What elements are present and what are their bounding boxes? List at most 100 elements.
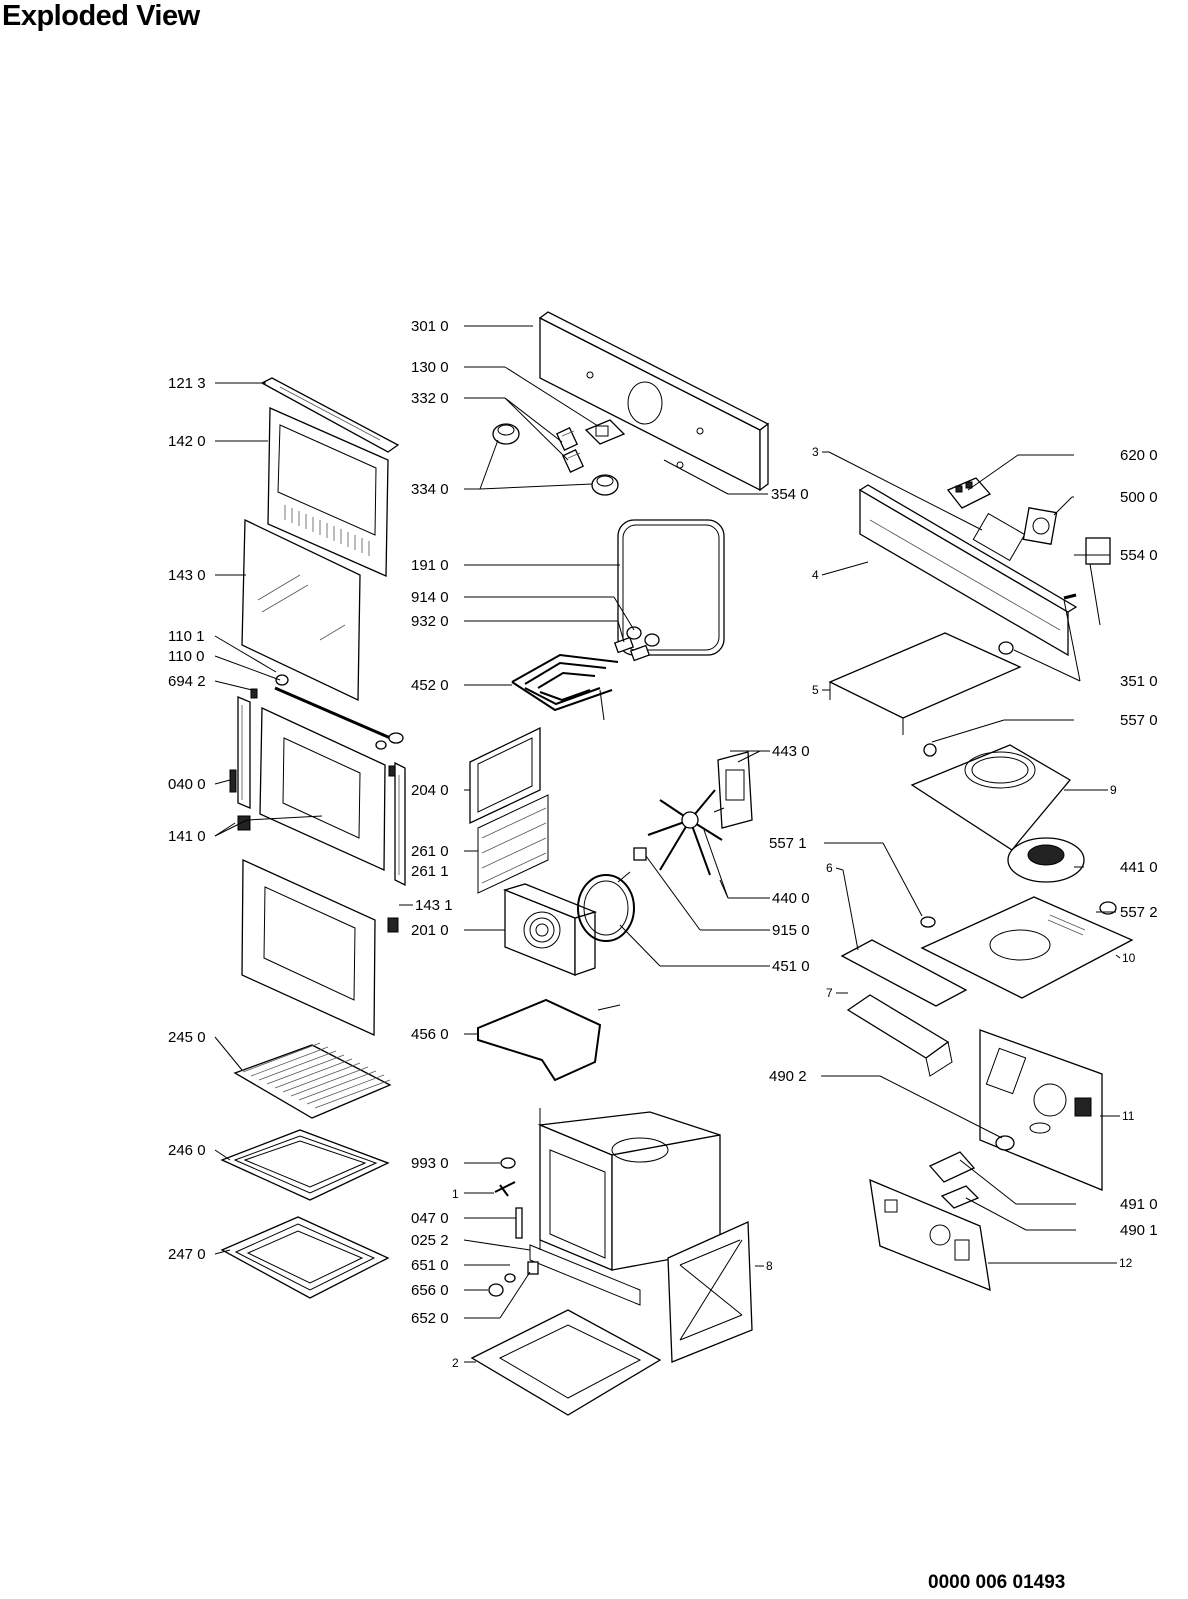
callout-2: 2 xyxy=(452,1356,459,1370)
callout-500-0: 500 0 xyxy=(1120,489,1158,506)
callout-047-0: 047 0 xyxy=(411,1210,449,1227)
upper-cover-plate-part xyxy=(828,632,1022,735)
callout-652-0: 652 0 xyxy=(411,1310,449,1327)
callout-025-2: 025 2 xyxy=(411,1232,449,1249)
bottom-plate-part xyxy=(470,1309,662,1416)
callout-4: 4 xyxy=(812,568,819,582)
callout-620-0: 620 0 xyxy=(1120,447,1158,464)
control-panel-part xyxy=(538,311,770,492)
leader-lines xyxy=(214,325,1121,1363)
knob-spindles-part xyxy=(555,427,585,473)
baking-tray-part xyxy=(220,1129,390,1201)
callout-142-0: 142 0 xyxy=(168,433,206,450)
cooling-fan-part xyxy=(1007,837,1085,883)
callout-7: 7 xyxy=(826,986,833,1000)
callout-246-0: 246 0 xyxy=(168,1142,206,1159)
callout-204-0: 204 0 xyxy=(411,782,449,799)
callout-656-0: 656 0 xyxy=(411,1282,449,1299)
deep-tray-part xyxy=(220,1216,390,1299)
callout-191-0: 191 0 xyxy=(411,557,449,574)
side-shelf-runners-part xyxy=(477,794,549,894)
thermostat-part xyxy=(1085,537,1111,626)
callout-labels: 301 0 130 0 332 0 334 0 354 0 121 3 142 … xyxy=(168,318,1158,1370)
callout-121-3: 121 3 xyxy=(168,375,206,392)
callout-557-1: 557 1 xyxy=(769,835,807,852)
control-knobs-part xyxy=(492,423,619,496)
callout-915-0: 915 0 xyxy=(772,922,810,939)
callout-245-0: 245 0 xyxy=(168,1029,206,1046)
rear-cover-panel-part xyxy=(979,1029,1103,1191)
callout-452-0: 452 0 xyxy=(411,677,449,694)
callout-694-2: 694 2 xyxy=(168,673,206,690)
callout-10: 10 xyxy=(1122,951,1136,965)
callout-557-2: 557 2 xyxy=(1120,904,1158,921)
callout-993-0: 993 0 xyxy=(411,1155,449,1172)
callout-451-0: 451 0 xyxy=(772,958,810,975)
callout-247-0: 247 0 xyxy=(168,1246,206,1263)
callout-334-0: 334 0 xyxy=(411,481,449,498)
callout-354-0: 354 0 xyxy=(771,486,809,503)
callout-6: 6 xyxy=(826,861,833,875)
callout-3: 3 xyxy=(812,445,819,459)
callout-1: 1 xyxy=(452,1187,459,1201)
clip-part xyxy=(250,688,258,699)
terminal-connectors-part xyxy=(928,1151,980,1209)
electronics-board-part xyxy=(869,1178,991,1292)
small-hardware-part xyxy=(488,1157,539,1297)
callout-332-0: 332 0 xyxy=(411,390,449,407)
inner-door-glass-part xyxy=(241,858,376,1037)
callout-8: 8 xyxy=(766,1259,773,1273)
callout-557-0: 557 0 xyxy=(1120,712,1158,729)
callout-110-1: 110 1 xyxy=(168,628,204,645)
callout-12: 12 xyxy=(1119,1256,1133,1270)
callout-130-0: 130 0 xyxy=(411,359,449,376)
switch-part xyxy=(584,419,626,445)
callout-5: 5 xyxy=(812,683,819,697)
callout-040-0: 040 0 xyxy=(168,776,206,793)
callout-261-0: 261 0 xyxy=(411,843,449,860)
inner-door-panel-part xyxy=(237,706,386,872)
callout-351-0: 351 0 xyxy=(1120,673,1158,690)
door-gasket-part xyxy=(617,519,725,656)
callout-143-0: 143 0 xyxy=(168,567,206,584)
callout-554-0: 554 0 xyxy=(1120,547,1158,564)
callout-490-1: 490 1 xyxy=(1120,1222,1158,1239)
callout-443-0: 443 0 xyxy=(772,743,810,760)
callout-11: 11 xyxy=(1122,1109,1135,1123)
callout-490-2: 490 2 xyxy=(769,1068,807,1085)
insulation-plug-part xyxy=(995,1135,1015,1151)
callout-914-0: 914 0 xyxy=(411,589,449,606)
callout-261-1: 261 1 xyxy=(411,863,449,880)
callout-143-1: 143 1 xyxy=(415,897,453,914)
fan-housing-part xyxy=(910,743,1071,851)
page-title: Exploded View xyxy=(2,0,200,32)
rear-panel-part xyxy=(667,1221,753,1363)
fan-nut-part xyxy=(633,847,647,861)
fan-cover-part xyxy=(503,883,597,976)
callout-651-0: 651 0 xyxy=(411,1257,449,1274)
callout-441-0: 441 0 xyxy=(1120,859,1158,876)
element-fixings-part xyxy=(613,626,660,662)
terminal-block-part xyxy=(946,477,992,509)
oven-cavity-part xyxy=(529,1108,721,1306)
callout-491-0: 491 0 xyxy=(1120,1196,1158,1213)
wire-shelf-part xyxy=(233,1042,392,1119)
outer-door-panel-part xyxy=(267,407,389,577)
safety-thermostats-part xyxy=(920,901,1117,928)
callout-932-0: 932 0 xyxy=(411,613,449,630)
door-side-rails-part xyxy=(229,696,406,887)
timer-part xyxy=(1022,507,1058,545)
door-block-part xyxy=(387,917,399,933)
callout-301-0: 301 0 xyxy=(411,318,449,335)
callout-9: 9 xyxy=(1110,783,1117,797)
top-heating-element-part xyxy=(511,653,619,721)
control-fascia-frame-part xyxy=(858,484,1078,657)
callout-456-0: 456 0 xyxy=(411,1026,449,1043)
lamp-part xyxy=(998,593,1077,655)
callout-110-0: 110 0 xyxy=(168,648,204,665)
fan-blade-part xyxy=(647,789,723,876)
lower-heating-element-part xyxy=(477,998,621,1082)
top-plate-part xyxy=(920,896,1134,999)
callout-440-0: 440 0 xyxy=(772,890,810,907)
